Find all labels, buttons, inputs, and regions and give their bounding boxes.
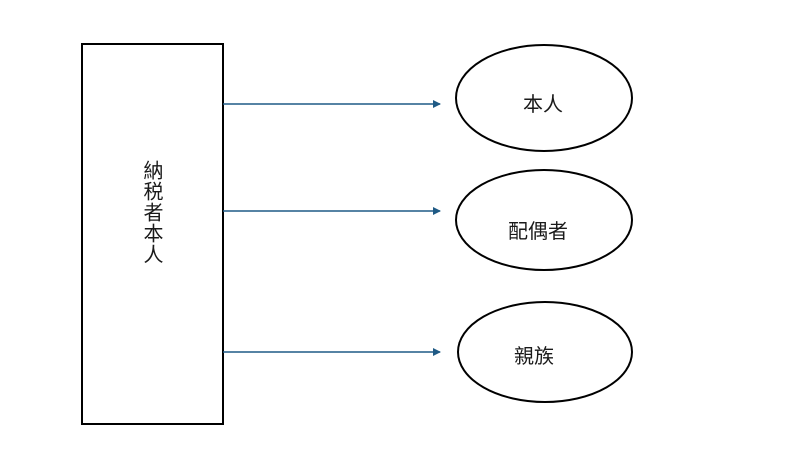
source-box-label: 納税者本人 [140, 160, 164, 265]
target-node-relatives [457, 301, 633, 403]
target-node-spouse [455, 169, 633, 271]
target-node-self [455, 44, 633, 152]
target-label-self: 本人 [523, 92, 563, 116]
target-label-relatives: 親族 [514, 344, 554, 368]
target-label-spouse: 配偶者 [508, 219, 568, 243]
source-box [81, 43, 224, 425]
